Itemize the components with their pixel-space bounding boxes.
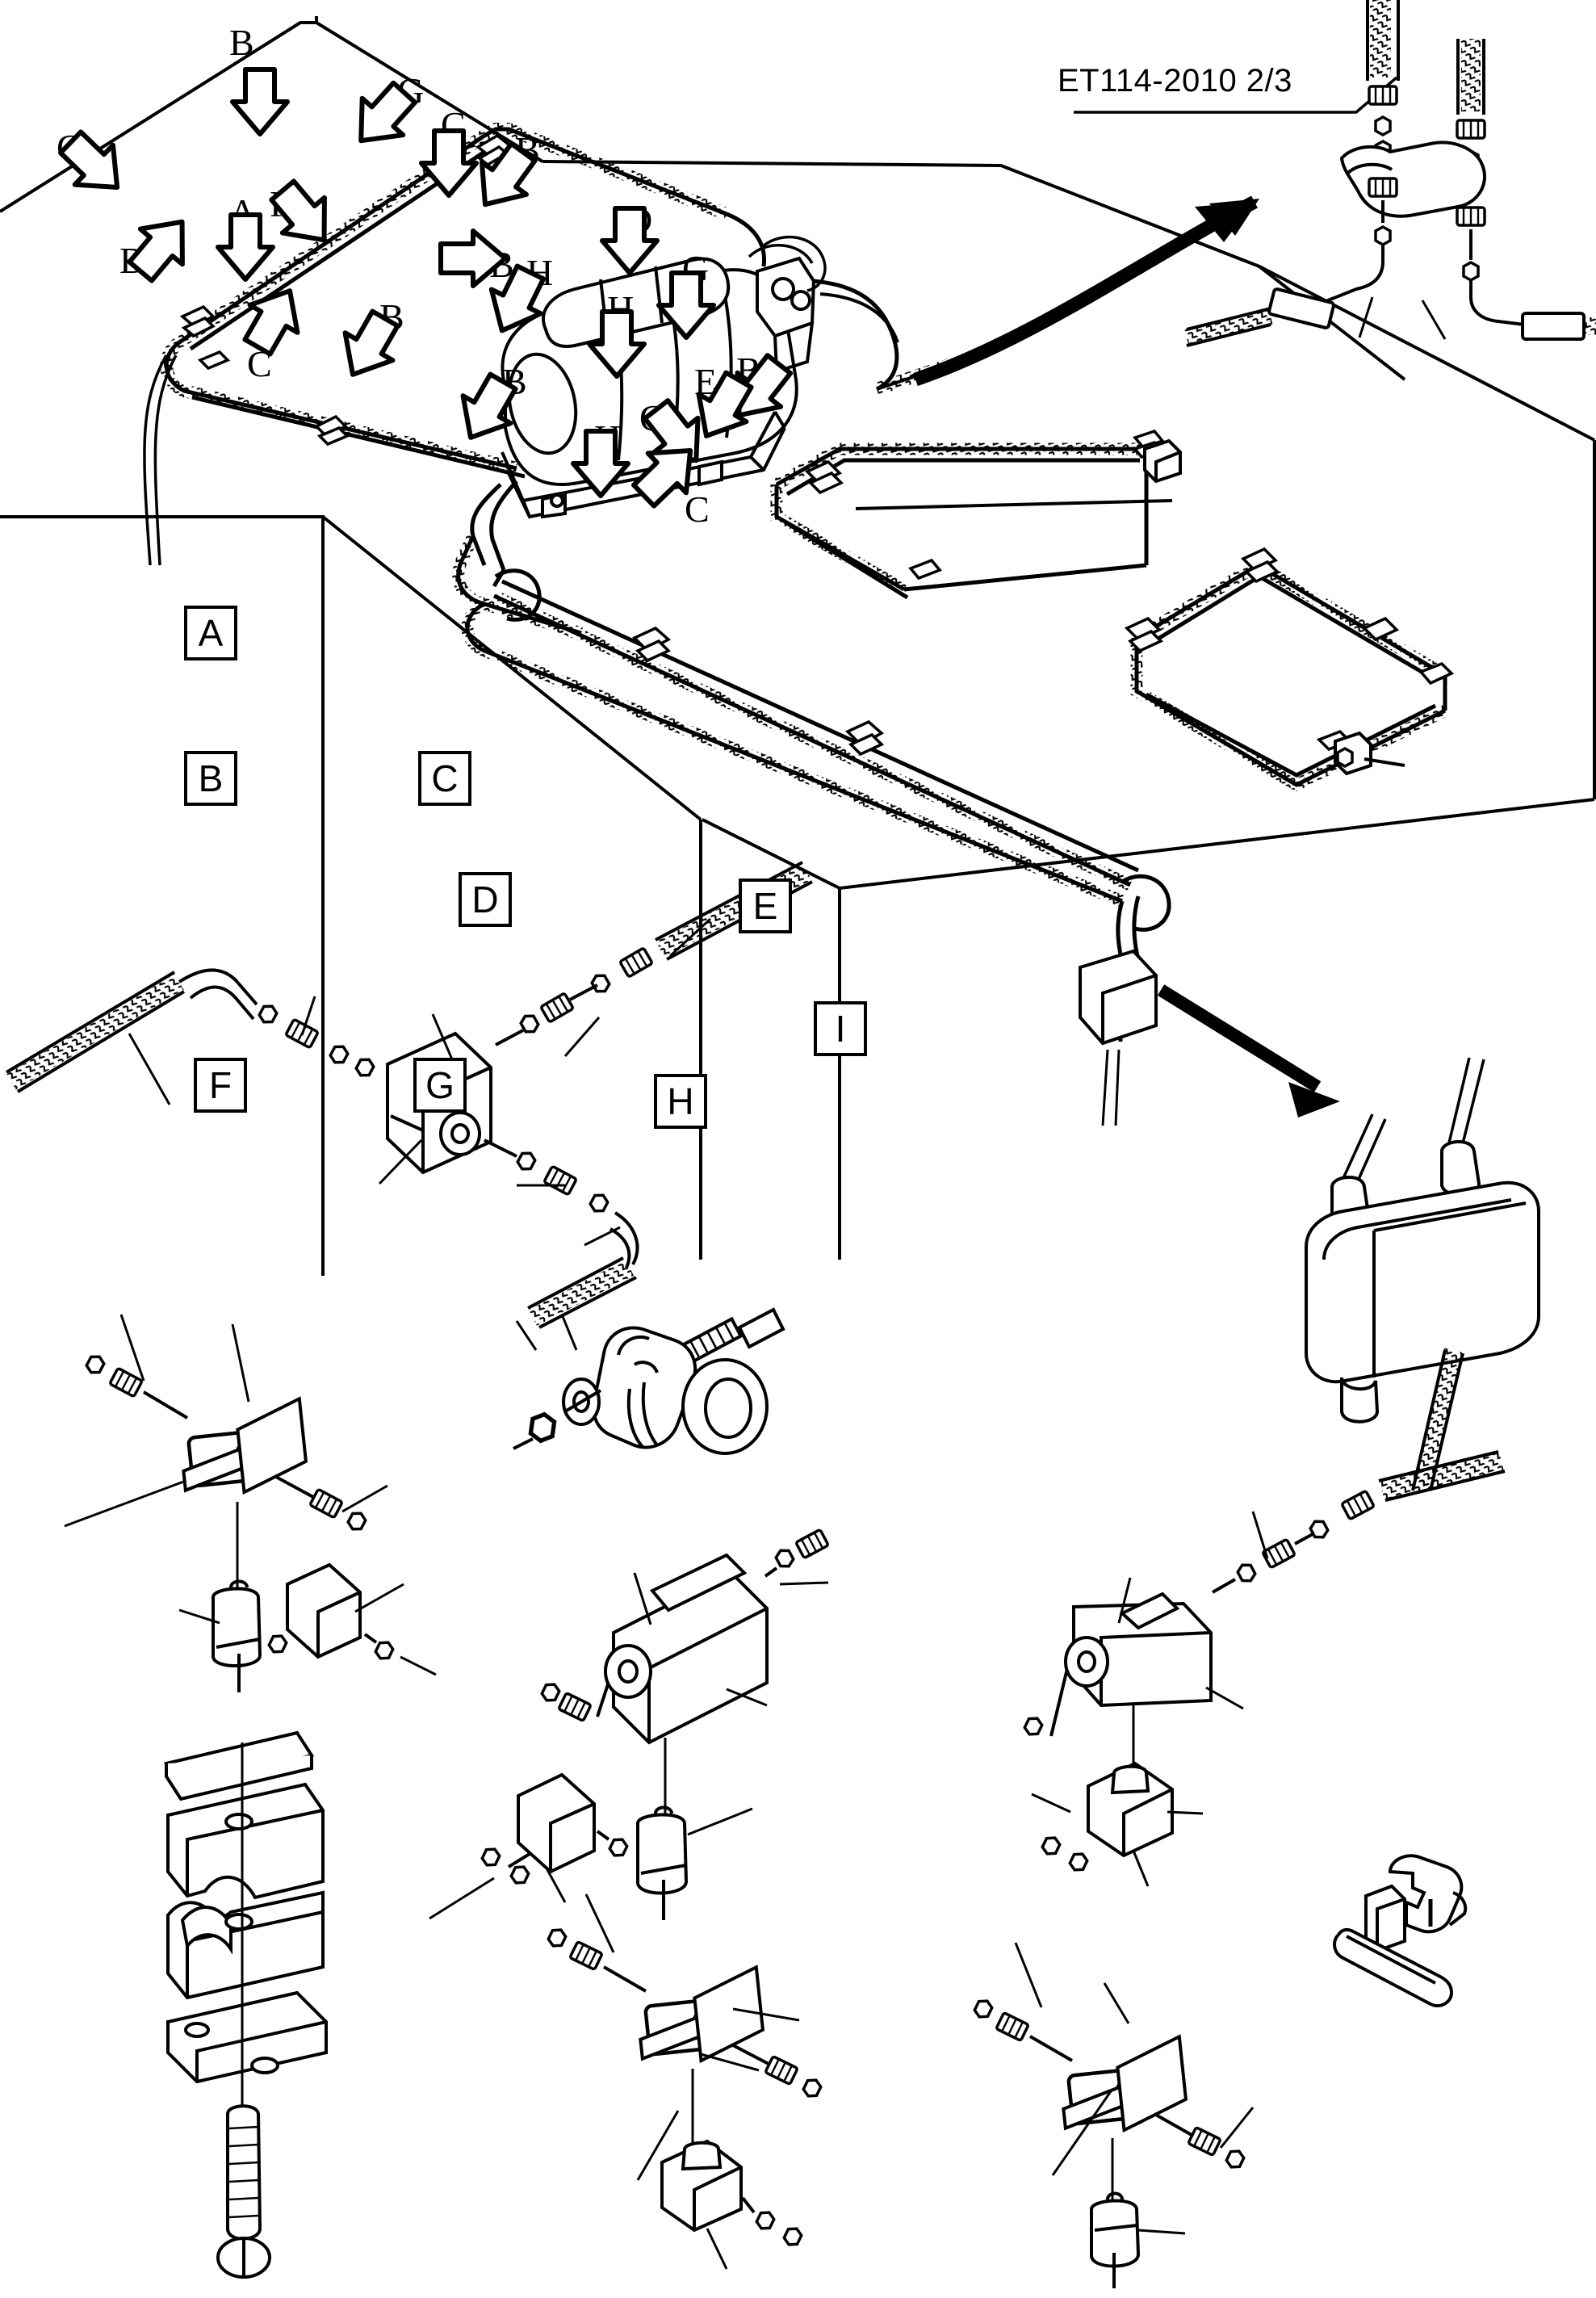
callout-letter-g-4: G [639, 397, 667, 438]
machine-body-outline [0, 16, 1596, 1276]
callout-letter-b-5: B [379, 296, 404, 338]
callout-letter-e-1: E [694, 361, 718, 402]
hose-loop-right [1130, 558, 1448, 792]
callout-letter-b-6: B [502, 361, 527, 402]
callout-letter-d-1: D [626, 199, 653, 241]
drawing-reference-label: ET114-2010 2/3 [1058, 63, 1292, 99]
detail-box-i: I [814, 1001, 867, 1056]
callout-letter-c-3: C [685, 489, 710, 530]
detail-H-lower-fittings [1090, 2191, 1141, 2288]
callout-letter-g-2: G [57, 127, 84, 168]
hose-run-central-diagonal [461, 579, 1140, 907]
detail-C-assembly [513, 1307, 785, 1455]
hose-loop-c-upper-left [494, 568, 542, 622]
detail-box-g: G [413, 1058, 467, 1113]
callout-letter-h-2: H [607, 288, 635, 329]
hose-stub-right [1336, 747, 1405, 768]
detail-box-d: D [459, 872, 512, 927]
detail-E-assembly [1023, 1450, 1506, 1887]
leads-from-junction-box [1101, 1049, 1121, 1126]
inset-junction-box-detail [1305, 1057, 1540, 1493]
detail-H-assembly [973, 1942, 1255, 2288]
hose-loop-c-lower [1121, 874, 1171, 932]
detail-box-h: H [654, 1074, 707, 1129]
detail-D-lower-fittings [480, 1772, 689, 1920]
callout-letter-b-1: B [229, 22, 254, 63]
callout-letter-b-4: B [489, 244, 514, 285]
detail-box-f: F [194, 1058, 247, 1113]
detail-D-assembly [429, 1529, 828, 1920]
drop-hose-left [143, 354, 178, 566]
connector-block-D [1143, 438, 1182, 484]
detail-G-lower-fittings [660, 2139, 803, 2248]
compressor-assembly [501, 235, 952, 519]
detail-B-assembly [64, 1314, 437, 1692]
callout-letter-b-7: B [736, 350, 761, 391]
callout-letter-g-1: G [397, 70, 425, 111]
callout-letter-h-3: H [594, 417, 622, 459]
detail-box-e: E [739, 879, 792, 933]
hose-loop-upper-right [770, 442, 1149, 600]
detail-box-a: A [184, 606, 237, 660]
callout-arrow-to-bottom-inset [1157, 984, 1322, 1092]
detail-box-b: B [184, 751, 237, 806]
clamps-central-run [631, 626, 885, 757]
detail-G-assembly [547, 1893, 823, 2270]
callout-letter-b-3: B [119, 240, 145, 281]
detail-E-lower-fittings [1041, 1761, 1174, 1873]
junction-box-on-machine [1079, 949, 1158, 1046]
callout-letter-f-1: F [270, 183, 291, 224]
callout-letter-c-1: C [441, 104, 466, 145]
callout-letter-g-3: G [682, 248, 710, 289]
inset-hose-bracket-detail [1074, 0, 1596, 347]
callout-letter-c-2: C [247, 343, 272, 384]
detail-F-assembly [163, 1730, 328, 2279]
callout-letter-h-1: H [526, 252, 554, 293]
detail-B-lower-fittings [212, 1562, 395, 1692]
detail-box-c: C [418, 751, 471, 806]
callout-letter-a-1: A [229, 191, 257, 233]
callout-arrow-to-top-inset [913, 195, 1258, 387]
detail-I-assembly [1333, 1854, 1468, 2008]
callout-letter-b-2: B [515, 129, 540, 170]
